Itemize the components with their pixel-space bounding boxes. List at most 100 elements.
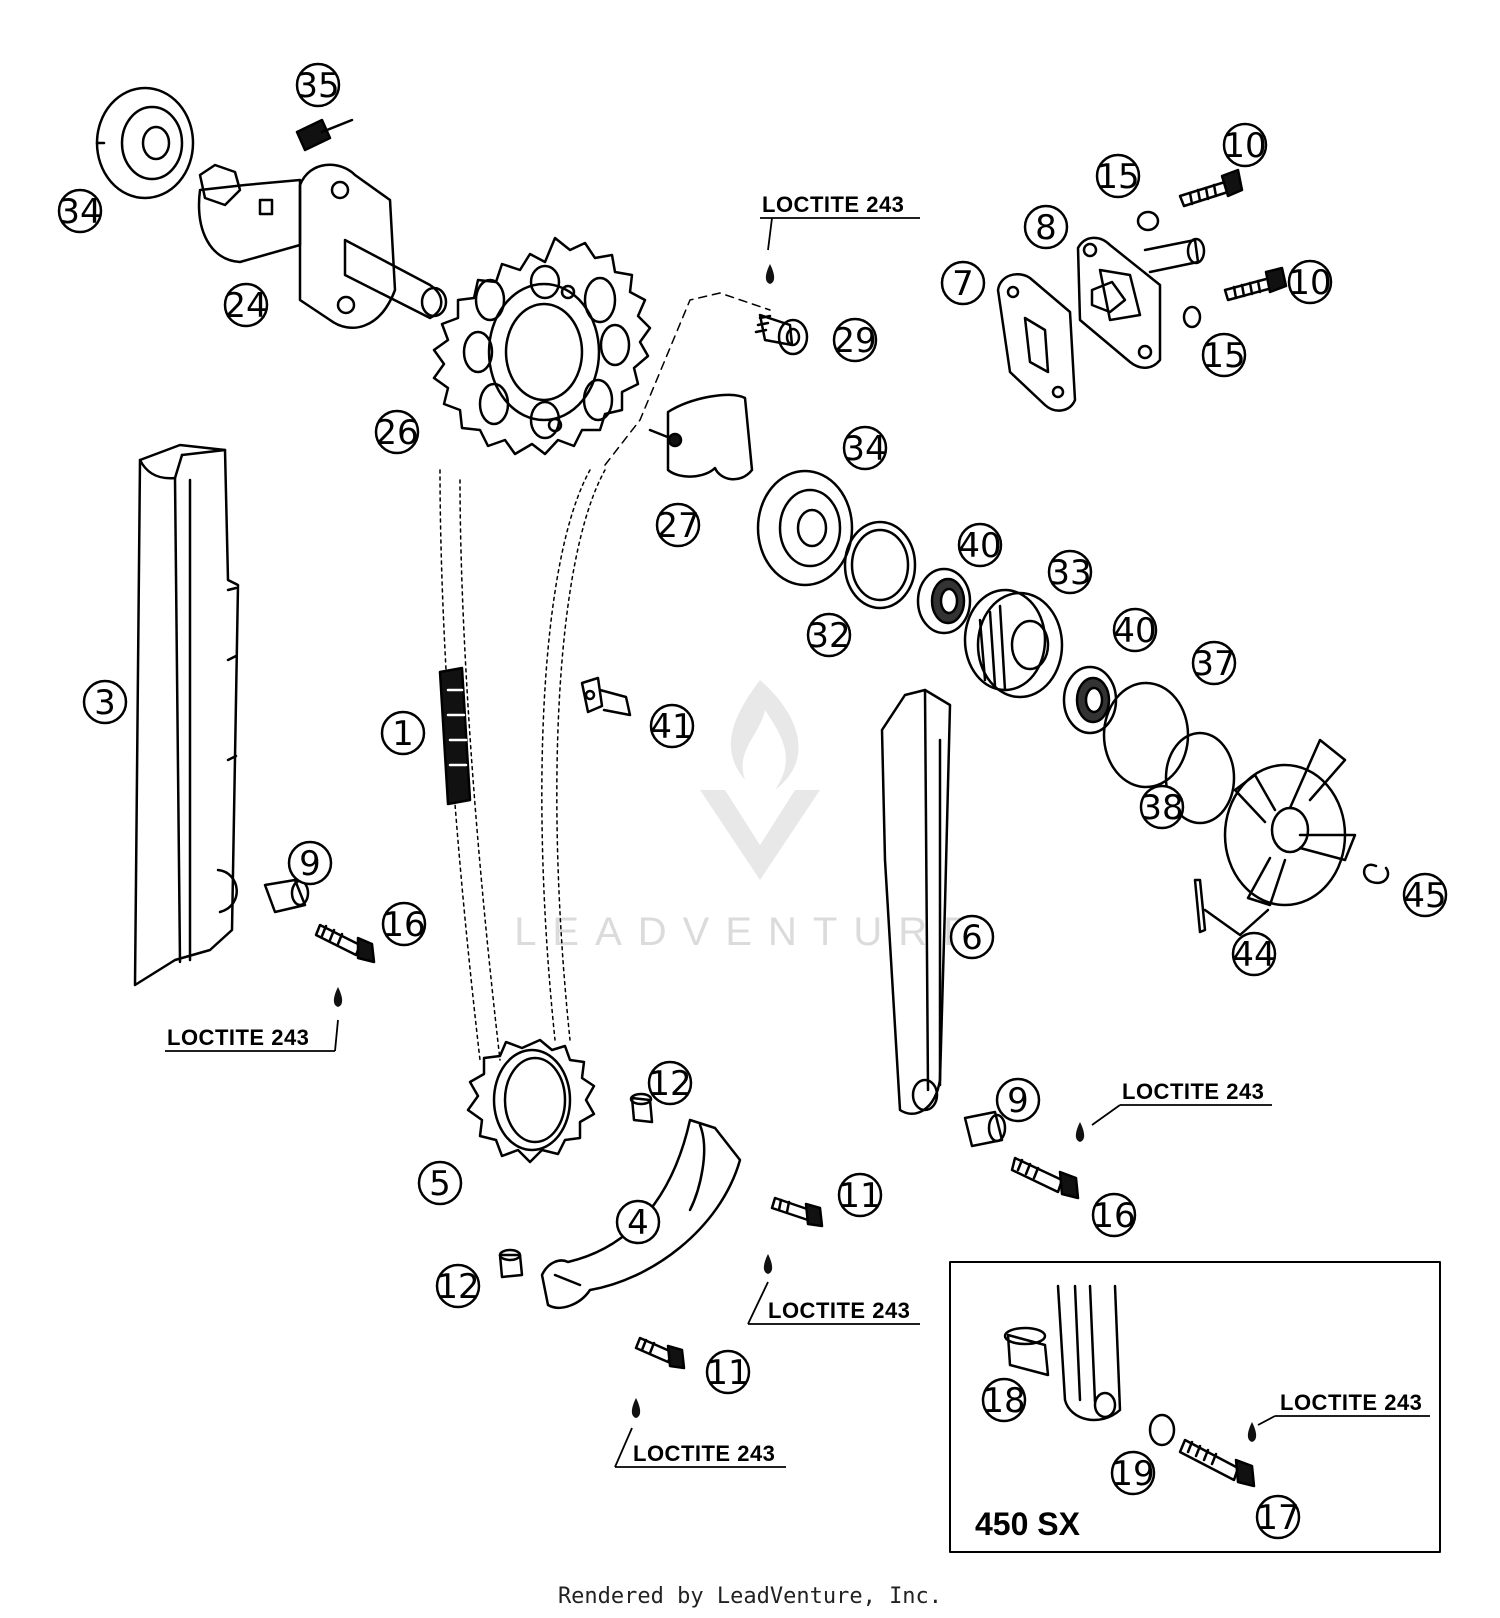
callout-7: 7 xyxy=(940,260,986,306)
svg-text:8: 8 xyxy=(1035,208,1057,248)
callout-12: 12 xyxy=(435,1263,481,1309)
loctite-label: LOCTITE 243 xyxy=(167,1025,309,1050)
bushing-12-upper xyxy=(629,1092,654,1124)
svg-text:40: 40 xyxy=(1113,611,1156,651)
svg-text:40: 40 xyxy=(958,526,1001,566)
seal-40-upper xyxy=(916,567,972,635)
callout-29: 29 xyxy=(832,317,878,363)
spacer-9-left xyxy=(263,878,310,914)
svg-text:7: 7 xyxy=(952,264,974,304)
svg-text:34: 34 xyxy=(843,429,886,469)
svg-text:29: 29 xyxy=(833,321,876,361)
callout-10: 10 xyxy=(1287,259,1333,305)
bearing-34-lower xyxy=(756,469,854,587)
callout-11: 11 xyxy=(837,1172,883,1218)
loctite-label: LOCTITE 243 xyxy=(1280,1390,1422,1415)
bolt-11-upper xyxy=(770,1196,824,1228)
crank-sprocket-5 xyxy=(466,1038,596,1164)
drop-icon xyxy=(763,1254,773,1274)
o-ring-37 xyxy=(1102,681,1190,789)
svg-text:37: 37 xyxy=(1192,644,1235,684)
drop-icon xyxy=(333,987,343,1007)
bolt-17 xyxy=(1178,1438,1256,1488)
callout-45: 45 xyxy=(1402,872,1448,918)
bolt-10-lower xyxy=(1223,266,1288,302)
callout-10: 10 xyxy=(1222,122,1268,168)
variant-label: 450 SX xyxy=(975,1506,1081,1542)
watermark: LEADVENTURE xyxy=(514,680,970,954)
callout-4: 4 xyxy=(615,1199,661,1245)
bracket-41 xyxy=(580,676,632,717)
bolt-10-upper xyxy=(1178,168,1244,208)
callout-37: 37 xyxy=(1191,640,1237,686)
seal-40-lower xyxy=(1062,665,1118,735)
bolt-29 xyxy=(754,313,809,356)
svg-text:9: 9 xyxy=(299,844,321,884)
bushing-12-lower xyxy=(498,1248,524,1279)
callout-11: 11 xyxy=(705,1349,751,1395)
callout-24: 24 xyxy=(223,282,269,328)
svg-text:16: 16 xyxy=(1092,1196,1135,1236)
svg-text:17: 17 xyxy=(1256,1498,1299,1538)
svg-text:32: 32 xyxy=(807,616,850,656)
svg-text:33: 33 xyxy=(1048,553,1091,593)
bolt-16-right xyxy=(1010,1156,1080,1200)
svg-text:24: 24 xyxy=(224,286,267,326)
spacer-9-right xyxy=(963,1110,1007,1148)
chain-guide-3 xyxy=(133,443,240,987)
bolt-11-lower xyxy=(634,1336,686,1370)
svg-text:38: 38 xyxy=(1140,788,1183,828)
callout-44: 44 xyxy=(1231,931,1277,977)
svg-text:9: 9 xyxy=(1007,1081,1029,1121)
svg-text:41: 41 xyxy=(650,707,693,747)
assembly-dash-line xyxy=(604,292,771,466)
callout-33: 33 xyxy=(1047,549,1093,595)
svg-text:11: 11 xyxy=(706,1353,749,1393)
callout-5: 5 xyxy=(417,1160,463,1206)
o-ring-38 xyxy=(1164,731,1236,825)
loctite-label: LOCTITE 243 xyxy=(633,1441,775,1466)
svg-text:3: 3 xyxy=(94,683,116,723)
svg-text:6: 6 xyxy=(961,918,983,958)
callout-41: 41 xyxy=(649,703,695,749)
loctite-label: LOCTITE 243 xyxy=(762,192,904,217)
callout-3: 3 xyxy=(82,679,128,725)
bushing-18 xyxy=(1003,1326,1050,1377)
callout-40: 40 xyxy=(1112,607,1158,653)
bearing-34-upper xyxy=(95,86,195,200)
render-credit: Rendered by LeadVenture, Inc. xyxy=(557,1584,943,1609)
callout-27: 27 xyxy=(655,502,701,548)
washer-15-upper xyxy=(1136,210,1160,232)
chain-tensioner-8 xyxy=(1076,236,1206,369)
callout-1: 1 xyxy=(380,710,426,756)
callout-18: 18 xyxy=(981,1377,1027,1423)
circlip-45 xyxy=(1363,863,1390,885)
svg-text:27: 27 xyxy=(656,506,699,546)
svg-text:15: 15 xyxy=(1202,336,1245,376)
gasket-7 xyxy=(996,273,1077,412)
svg-text:15: 15 xyxy=(1096,157,1139,197)
callout-15: 15 xyxy=(1201,332,1247,378)
svg-text:1: 1 xyxy=(392,714,414,754)
drop-icon xyxy=(1247,1422,1257,1442)
callout-26: 26 xyxy=(374,409,420,455)
callout-8: 8 xyxy=(1023,204,1069,250)
callout-32: 32 xyxy=(806,612,852,658)
callout-12: 12 xyxy=(647,1060,693,1106)
callout-6: 6 xyxy=(949,914,995,960)
svg-text:16: 16 xyxy=(382,905,425,945)
drop-icon xyxy=(1075,1122,1085,1142)
svg-text:12: 12 xyxy=(436,1267,479,1307)
washer-32 xyxy=(843,520,917,610)
callout-34: 34 xyxy=(57,188,103,234)
washer-15-lower xyxy=(1182,305,1202,329)
svg-text:10: 10 xyxy=(1223,126,1266,166)
variant-inset-box xyxy=(949,1261,1441,1553)
impeller xyxy=(1223,738,1357,907)
camshaft-24 xyxy=(197,163,448,329)
decompressor-27 xyxy=(648,393,754,481)
callout-16: 16 xyxy=(381,901,427,947)
callout-34: 34 xyxy=(842,425,888,471)
svg-text:26: 26 xyxy=(375,413,418,453)
